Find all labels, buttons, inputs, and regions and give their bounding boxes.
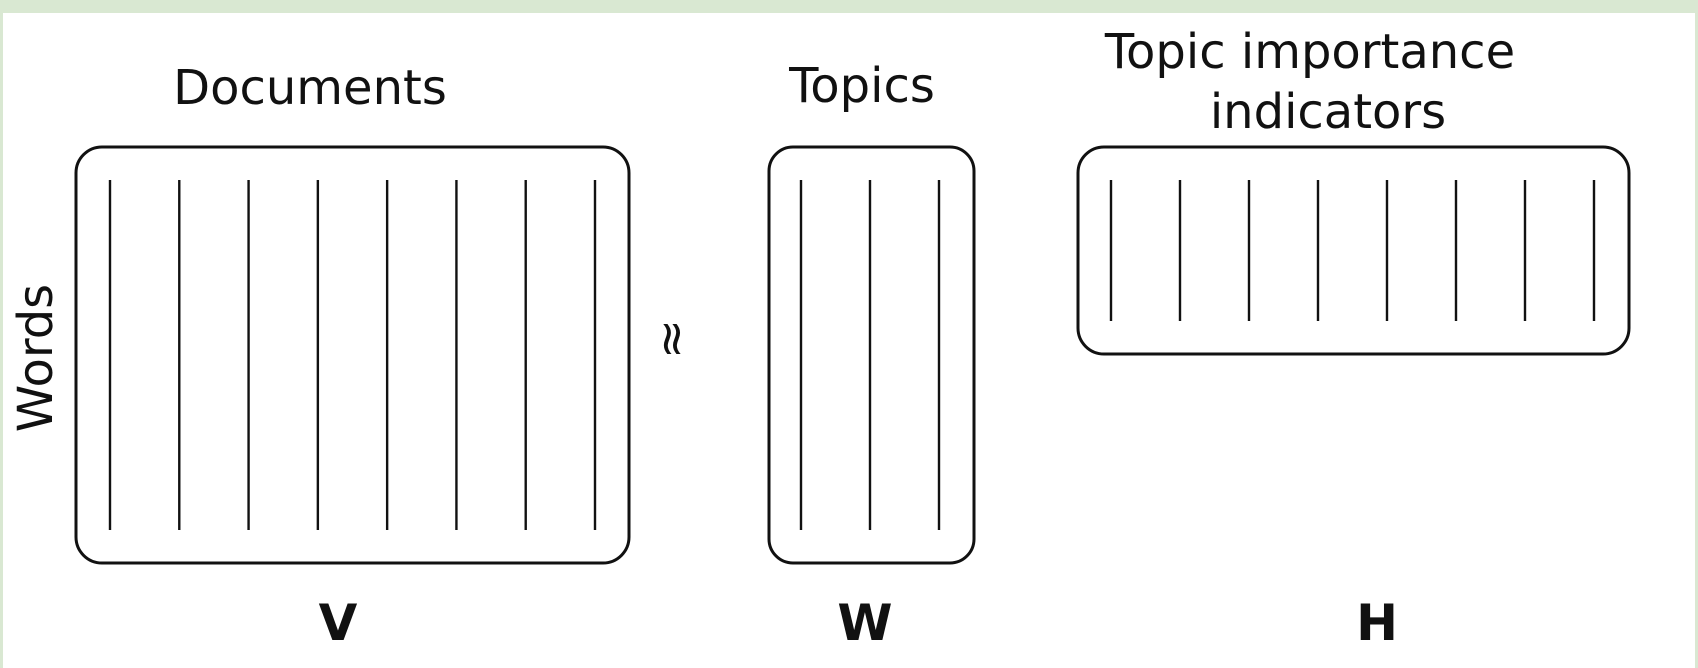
topic-importance-label-line1: Topic importance: [1104, 24, 1515, 80]
matrix-w-box: [767, 145, 976, 565]
matrix-v-columns: [108, 180, 597, 530]
documents-label: Documents: [173, 60, 447, 116]
matrix-w-columns: [799, 180, 941, 530]
matrix-v-box: [74, 145, 631, 565]
words-label: Words: [8, 284, 64, 432]
matrix-h-box: [1076, 145, 1631, 356]
matrix-w-name: W: [837, 594, 892, 652]
approx-symbol: ≈: [643, 319, 699, 359]
topic-importance-label-line2: indicators: [1210, 84, 1446, 140]
matrix-h-columns: [1109, 180, 1596, 321]
topics-label: Topics: [788, 58, 935, 114]
matrix-h-name: H: [1356, 594, 1398, 652]
matrix-v-name: V: [319, 594, 358, 652]
